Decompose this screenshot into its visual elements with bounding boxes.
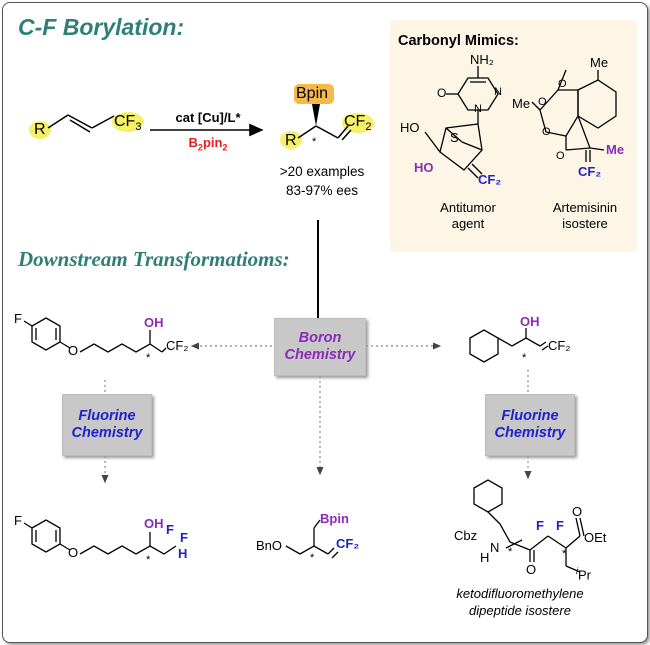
ho-top-label: HO [400, 120, 420, 135]
rb-star2: * [562, 548, 567, 560]
antitumor-line1: Antitumor [440, 200, 496, 215]
n-label-1: N [494, 86, 502, 98]
mb-bno: BnO [256, 538, 283, 553]
s-label: S [450, 130, 459, 145]
cf2-highlight [342, 113, 374, 133]
caption-line1: ketodifluoromethylene [456, 586, 584, 601]
lt-cf2: CF₂ [166, 338, 189, 353]
prod-r-highlight [280, 131, 302, 149]
me-right-label: Me [606, 142, 625, 157]
product-cf2-label: CF2 [344, 113, 372, 134]
start-cf3-label: CF3 [114, 113, 142, 134]
lb-f1: F [166, 522, 174, 537]
rt-oh: OH [520, 314, 540, 329]
mid-bottom-molecule-bonds [285, 519, 339, 559]
artemisinin-structure [531, 69, 617, 162]
carbonyl-mimics-title: Carbonyl Mimics: [398, 33, 519, 49]
rt-star: * [522, 352, 527, 364]
lb-star: * [146, 554, 151, 566]
reagent-bottom: B2pin2 [188, 135, 228, 153]
product-r-label: R [285, 132, 297, 149]
lt-f: F [14, 311, 22, 326]
rb-oet: OEt [584, 530, 607, 545]
reagent-top: cat [Cu]/L* [175, 110, 241, 125]
lt-o: O [68, 343, 79, 358]
rb-star1: * [508, 546, 513, 558]
me-left-label: Me [512, 96, 531, 111]
mb-cf2: CF₂ [336, 536, 360, 551]
rb-f2: F [556, 518, 564, 533]
lb-o: O [68, 545, 79, 560]
lb-f2: F [180, 530, 188, 545]
examples-text: >20 examples [279, 164, 365, 179]
product-bpin-label: Bpin [296, 85, 329, 102]
ho-bottom-label: HO [414, 160, 434, 175]
cf2-b-label: CF₂ [578, 164, 602, 179]
lb-f: F [14, 513, 22, 528]
me-top-label: Me [590, 55, 609, 70]
lt-star: * [146, 352, 151, 364]
rt-cf2: CF₂ [548, 338, 571, 353]
o-c-label: O [542, 126, 551, 138]
o-d-label: O [556, 150, 565, 162]
rb-ipr: iPr [576, 566, 591, 583]
rb-o-ester: O [572, 504, 583, 519]
r-highlight [29, 121, 51, 139]
o-a-label: O [538, 96, 547, 108]
n-label-2: N [474, 103, 482, 115]
product-star: * [312, 136, 317, 148]
antitumor-structure [424, 66, 499, 179]
downstream-title: Downstream Transformatioms: [18, 247, 290, 271]
rb-h: H [480, 550, 490, 565]
o-carbonyl-label: O [437, 86, 447, 100]
rb-f1: F [536, 518, 544, 533]
mb-star: * [310, 552, 315, 564]
start-r-label: R [34, 121, 46, 138]
right-bottom-molecule-bonds [473, 479, 585, 573]
artemisinin-line1: Artemisinin [552, 200, 618, 215]
starting-alkene-bonds [47, 114, 115, 133]
o-b-label: O [558, 78, 567, 90]
bpin-highlight [294, 84, 334, 104]
right-top-molecule-bonds [469, 328, 549, 363]
lb-h: H [178, 546, 188, 561]
nh2-label: NH₂ [470, 52, 494, 67]
left-top-molecule-bonds [23, 317, 167, 353]
product-wedge [312, 104, 320, 126]
left-bottom-molecule-bonds [23, 519, 177, 555]
ees-text: 83-97% ees [285, 183, 359, 198]
rb-o-ketone: O [526, 562, 537, 577]
carbonyl-mimics-panel [390, 20, 637, 252]
mb-bpin: Bpin [320, 511, 349, 526]
artemisinin-line2: isostere [562, 216, 608, 231]
main-title: C-F Borylation: [18, 14, 185, 40]
rb-n: N [490, 540, 500, 555]
cf3-highlight [112, 112, 144, 132]
lt-oh: OH [144, 315, 164, 330]
lb-oh: OH [144, 516, 164, 531]
antitumor-line2: agent [451, 216, 485, 231]
product-bonds [297, 125, 352, 141]
caption-line2: dipeptide isostere [469, 603, 571, 618]
cf2-a-label: CF₂ [478, 172, 502, 187]
rb-cbz: Cbz [454, 528, 478, 543]
